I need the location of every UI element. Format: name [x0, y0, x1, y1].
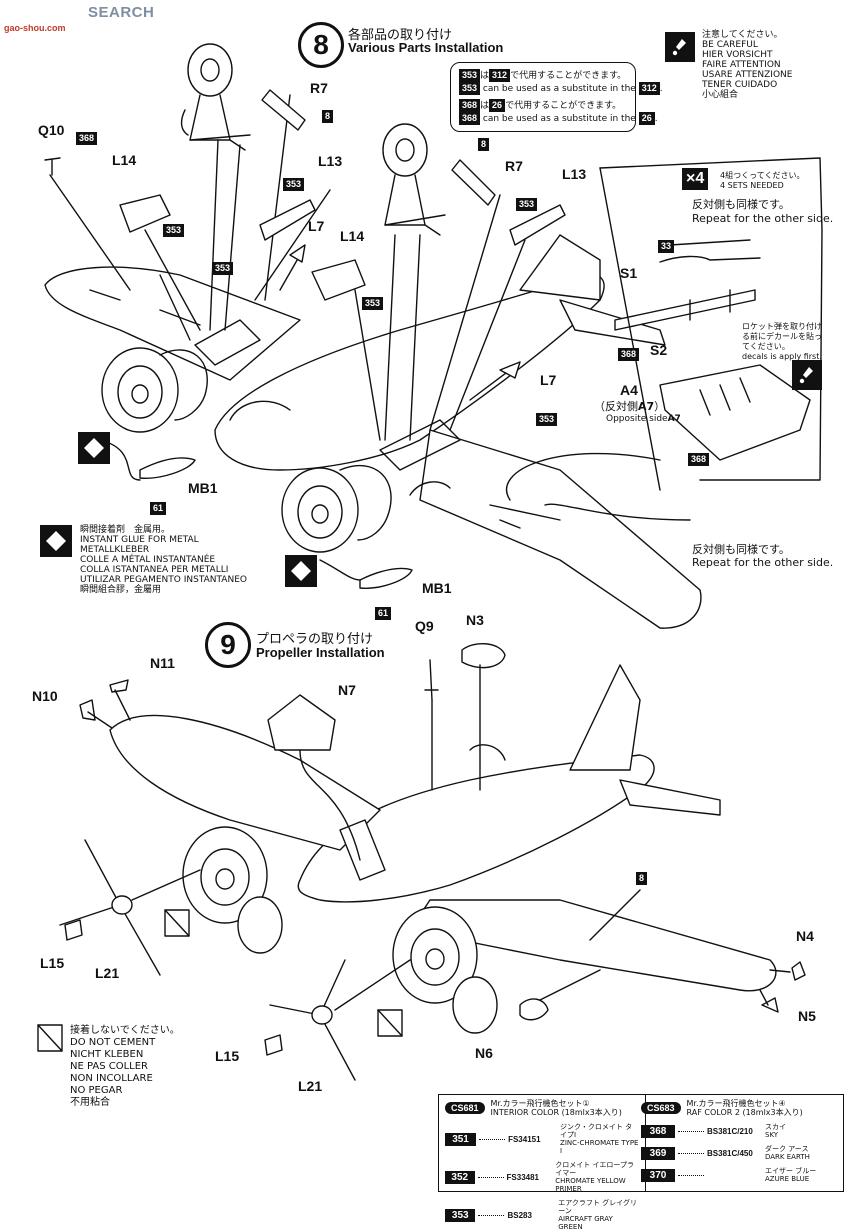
- prop-left-blades: [59, 839, 161, 976]
- part-label-a4: A4: [620, 382, 638, 398]
- caution-icon: [665, 32, 695, 62]
- color-badge-368-a4: 368: [688, 453, 710, 466]
- glue-note: 瞬間接着剤 金属用。 INSTANT GLUE FOR METAL METALL…: [80, 525, 247, 595]
- color-badge-8-r7b: 8: [478, 138, 490, 151]
- part-label-l7-a: L7: [308, 218, 325, 234]
- rocket-multiplier: ×4: [682, 168, 709, 190]
- color-badge-353-l13b: 353: [516, 198, 538, 211]
- color-badge-353-gear: 353: [212, 262, 234, 275]
- part-label-n10: N10: [32, 688, 58, 704]
- color-badge-61-a: 61: [150, 502, 167, 515]
- paint-set-cs683: CS683: [641, 1102, 681, 1114]
- repeat-other-en: Repeat for the other side.: [692, 556, 834, 569]
- color-badge-61-b: 61: [375, 607, 392, 620]
- caution-text: 注意してください。 BE CAREFUL HIER VORSICHT FAIRE…: [702, 30, 793, 100]
- paint-panel-cs681: CS681 Mr.カラー飛行機色セット① INTERIOR COLOR (18m…: [439, 1095, 646, 1231]
- part-label-l13-a: L13: [318, 153, 343, 169]
- part-q10-shape: [44, 157, 61, 176]
- color-badge-353-l13a: 353: [283, 178, 305, 191]
- part-label-n3: N3: [466, 612, 484, 628]
- part-label-s2: S2: [650, 342, 668, 358]
- no-cement-note: 接着しないでください。 DO NOT CEMENT NICHT KLEBEN N…: [70, 1025, 180, 1108]
- part-label-s1: S1: [620, 265, 638, 281]
- color-badge-8-r7a: 8: [322, 110, 334, 123]
- step-9-title-en: Propeller Installation: [256, 645, 385, 660]
- paint-panel-cs683: CS683 Mr.カラー飛行機色セット④ RAF COLOR 2 (18mlx3…: [635, 1095, 843, 1191]
- rocket-repeat-en: Repeat for the other side.: [692, 212, 834, 225]
- opposite-side-en: Opposite sideA7: [606, 414, 681, 424]
- paint-reference: CS681 Mr.カラー飛行機色セット① INTERIOR COLOR (18m…: [438, 1094, 844, 1231]
- part-label-n7: N7: [338, 682, 356, 698]
- part-label-l15-b: L15: [215, 1048, 240, 1064]
- part-label-l21-a: L21: [95, 965, 120, 981]
- part-label-q10: Q10: [38, 122, 65, 138]
- step9-aircraft: [109, 664, 777, 1034]
- part-label-l14-b: L14: [340, 228, 365, 244]
- part-label-q9: Q9: [415, 618, 434, 634]
- watermark-url: gao-shou.com: [4, 23, 66, 33]
- part-label-n5: N5: [798, 1008, 816, 1024]
- step-8-title-jp: 各部品の取り付け: [348, 28, 453, 43]
- step-8-number: 8: [298, 22, 344, 68]
- part-label-n6: N6: [475, 1045, 493, 1061]
- color-badge-368-s2: 368: [618, 348, 640, 361]
- rocket-sets-en: 4 SETS NEEDED: [720, 181, 784, 190]
- step-8-title-en: Various Parts Installation: [348, 40, 504, 55]
- color-badge-353-l14a: 353: [163, 224, 185, 237]
- part-label-r7-a: R7: [310, 80, 328, 96]
- assembly-illustration: [37, 43, 823, 1081]
- step-9-number: 9: [205, 622, 251, 668]
- step8-aircraft: [44, 234, 702, 629]
- landing-gear-left: [180, 43, 251, 151]
- repeat-other-jp: 反対側も同様です。: [692, 543, 790, 556]
- color-badge-8-n6: 8: [636, 872, 648, 885]
- color-badge-353-l14b: 353: [362, 297, 384, 310]
- landing-gear-right: [382, 123, 446, 236]
- part-label-n4: N4: [796, 928, 814, 944]
- step-9-title-jp: プロペラの取り付け: [256, 632, 374, 647]
- color-badge-33: 33: [658, 240, 675, 253]
- rocket-repeat-jp: 反対側も同様です。: [692, 198, 790, 211]
- part-label-mb1-a: MB1: [188, 480, 218, 496]
- opposite-side-jp: （反対側A7）: [594, 400, 666, 413]
- part-label-mb1-b: MB1: [422, 580, 452, 596]
- color-badge-368-q10: 368: [76, 132, 98, 145]
- part-label-l21-b: L21: [298, 1078, 323, 1094]
- part-label-l14-a: L14: [112, 152, 137, 168]
- part-label-l15-a: L15: [40, 955, 65, 971]
- watermark-brand: SEARCH: [88, 4, 155, 21]
- rocket-decal-note: ロケット弾を取り付け る前にデカールを貼っ てください。 decals is a…: [742, 322, 822, 361]
- caution-icon-2: [792, 360, 822, 390]
- color-badge-353-cockpit: 353: [536, 413, 558, 426]
- part-label-l7-b: L7: [540, 372, 557, 388]
- paint-set-cs681: CS681: [445, 1102, 485, 1114]
- part-label-l13-b: L13: [562, 166, 587, 182]
- rocket-sets-jp: 4組つくってください。: [720, 171, 805, 180]
- part-label-n11: N11: [150, 655, 175, 671]
- part-label-r7-b: R7: [505, 158, 523, 174]
